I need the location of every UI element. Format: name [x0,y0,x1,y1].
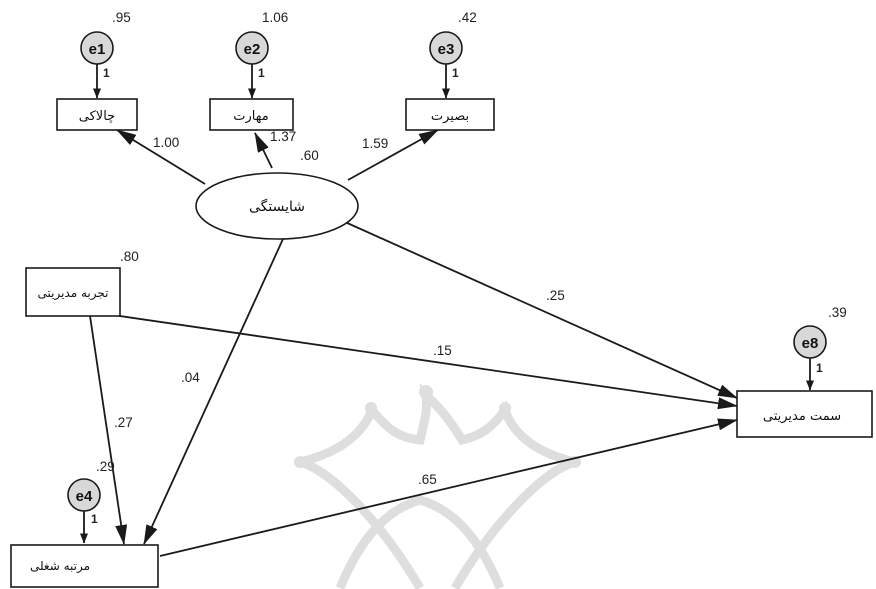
e1-variance: .95 [112,10,131,25]
coef-competence-to-skill: 1.37 [270,129,296,144]
error-e1: e1 [80,31,114,65]
path-competence-to-insight [347,129,439,181]
error-e8-label: e8 [802,335,819,352]
node-skill-label: مهارت [233,109,268,124]
e2-loading: 1 [258,66,265,80]
path-experience-to-rank [89,315,128,545]
coef-competence-to-rank: .04 [181,370,200,385]
node-insight-label: بصیرت [431,109,469,124]
coef-rank-to-position: .65 [418,472,437,487]
path-competence-to-rank [143,227,289,545]
path-competence-to-agility [116,129,206,185]
node-competence: شایستگی [195,172,359,240]
e8-variance: .39 [828,305,847,320]
node-management-experience-label: تجربه مدیریتی [38,286,109,301]
e3-variance: .42 [458,10,477,25]
competence-variance: .60 [300,148,319,163]
error-e1-label: e1 [89,41,106,58]
e4-variance: .29 [96,459,115,474]
e2-variance: 1.06 [262,10,288,25]
node-agility: چالاکی [56,98,138,131]
node-job-rank-label: مرتبه شغلی [30,559,90,574]
coef-competence-to-agility: 1.00 [153,135,179,150]
watermark-emblem [294,382,581,589]
node-competence-label: شایستگی [249,198,305,215]
error-e2-label: e2 [244,41,261,58]
path-experience-to-position [112,314,738,410]
error-e3-label: e3 [438,41,455,58]
error-e4-label: e4 [76,488,93,505]
node-management-experience: تجربه مدیریتی [25,267,121,317]
error-e2: e2 [235,31,269,65]
coef-competence-to-insight: 1.59 [362,136,388,151]
coef-experience-to-position: .15 [433,343,452,358]
e4-loading: 1 [91,512,98,526]
node-management-position-label: سمت مدیریتی [763,409,841,424]
node-job-rank: مرتبه شغلی [10,544,159,588]
e3-loading: 1 [452,66,459,80]
error-e4: e4 [67,478,101,512]
coef-experience-to-rank: .27 [114,415,133,430]
error-e3: e3 [429,31,463,65]
e1-loading: 1 [103,66,110,80]
path-competence-to-skill [254,132,273,169]
path-competence-to-position [344,221,738,399]
e8-loading: 1 [816,361,823,375]
node-agility-label: چالاکی [79,109,115,124]
coef-competence-to-position: .25 [546,288,565,303]
experience-variance: .80 [120,249,139,264]
node-insight: بصیرت [405,98,495,131]
path-rank-to-position [159,418,738,557]
node-management-position: سمت مدیریتی [736,390,873,438]
node-skill: مهارت [209,98,294,131]
error-e8: e8 [793,325,827,359]
